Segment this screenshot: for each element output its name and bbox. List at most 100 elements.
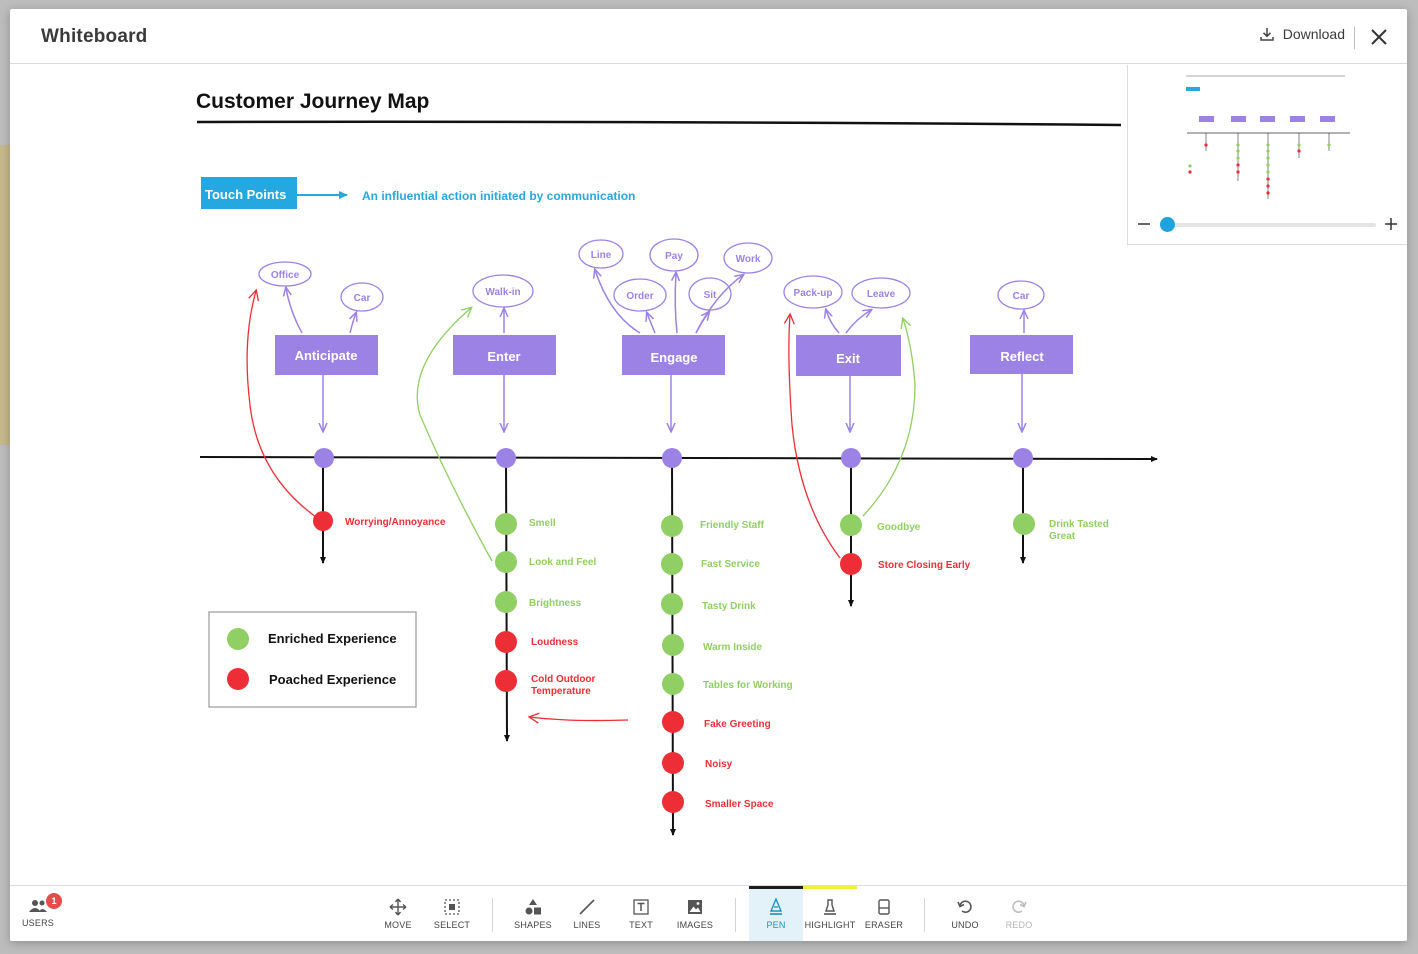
undo-button[interactable]: UNDO <box>938 886 992 941</box>
header-divider <box>1354 27 1355 49</box>
download-icon <box>1259 28 1274 41</box>
touch-point-car-1[interactable]: Car <box>340 282 384 312</box>
images-icon <box>688 900 702 914</box>
red-curve-exit <box>789 315 841 559</box>
move-icon <box>389 898 407 916</box>
touch-point-label: Pack-up <box>794 288 833 299</box>
highlight-icon <box>824 899 836 915</box>
experience-warm-inside[interactable]: Warm Inside <box>662 634 763 656</box>
whiteboard-canvas[interactable]: Customer Journey Map Touch Points An inf… <box>10 65 1407 885</box>
legend-poached-label: Poached Experience <box>269 672 396 687</box>
close-icon[interactable] <box>1367 25 1391 49</box>
touch-point-label: Pay <box>665 251 683 262</box>
shapes-label: SHAPES <box>514 920 552 930</box>
experience-goodbye[interactable]: Goodbye <box>840 514 921 536</box>
modal-title: Whiteboard <box>41 26 148 47</box>
experience-fast-service[interactable]: Fast Service <box>661 553 760 575</box>
touch-point-office[interactable]: Office <box>258 261 312 287</box>
images-label: IMAGES <box>676 920 714 930</box>
select-icon <box>444 899 460 915</box>
whiteboard-modal: Whiteboard Download <box>10 9 1407 941</box>
zoom-slider-track[interactable] <box>1166 223 1376 227</box>
experience-drink-tasted-great[interactable]: Drink Tasted Great <box>1013 513 1109 542</box>
touch-points-description: An influential action initiated by commu… <box>362 189 635 203</box>
users-label: USERS <box>21 918 54 928</box>
touch-point-sit[interactable]: Sit <box>688 277 732 311</box>
experience-tables-for-working[interactable]: Tables for Working <box>662 673 793 695</box>
select-tool[interactable]: SELECT <box>425 886 479 941</box>
lines-icon <box>579 899 595 915</box>
touch-point-work[interactable]: Work <box>723 242 773 274</box>
users-count-badge: 1 <box>46 893 62 909</box>
touch-points-box <box>201 177 297 209</box>
experience-label-line2: Temperature <box>531 686 591 697</box>
experience-store-closing-early[interactable]: Store Closing Early <box>840 553 971 575</box>
experience-look-and-feel[interactable]: Look and Feel <box>495 551 596 573</box>
touch-point-line[interactable]: Line <box>578 239 624 269</box>
move-tool[interactable]: MOVE <box>371 886 425 941</box>
text-tool[interactable]: TEXT <box>614 886 668 941</box>
stage-reflect[interactable]: Reflect <box>970 335 1073 374</box>
pen-icon <box>769 898 783 915</box>
stage-connectors <box>323 374 1022 431</box>
redo-button[interactable]: REDO <box>992 886 1046 941</box>
experience-fake-greeting[interactable]: Fake Greeting <box>662 711 771 733</box>
users-button[interactable]: USERS 1 <box>11 886 65 941</box>
touch-point-label: Order <box>626 291 653 302</box>
lines-tool[interactable]: LINES <box>560 886 614 941</box>
minimap-preview[interactable] <box>1178 71 1353 206</box>
green-curve-enter <box>416 308 493 562</box>
timeline-nodes <box>314 448 1033 468</box>
red-hand-arrow <box>530 717 629 721</box>
touch-point-car-2[interactable]: Car <box>997 280 1045 310</box>
stage-exit[interactable]: Exit <box>796 335 901 376</box>
touch-point-label: Car <box>354 293 371 304</box>
experience-label: Smell <box>529 518 556 529</box>
experience-label: Warm Inside <box>703 642 763 653</box>
touch-point-label: Walk-in <box>485 287 520 298</box>
highlight-tool[interactable]: HIGHLIGHT <box>803 886 857 941</box>
experience-smaller-space[interactable]: Smaller Space <box>662 791 774 813</box>
touch-point-label: Car <box>1013 291 1030 302</box>
toolbar-divider <box>492 898 493 932</box>
legend-enriched-label: Enriched Experience <box>268 631 397 646</box>
touch-point-label: Work <box>736 254 761 265</box>
users-icon <box>29 900 47 912</box>
modal-header: Whiteboard Download <box>10 9 1407 64</box>
zoom-slider-thumb[interactable] <box>1160 217 1175 232</box>
select-label: SELECT <box>433 920 471 930</box>
experience-noisy[interactable]: Noisy <box>662 752 733 774</box>
touch-point-pack-up[interactable]: Pack-up <box>783 275 843 309</box>
experience-loudness[interactable]: Loudness <box>495 631 579 653</box>
green-curve-exit <box>862 319 916 517</box>
stage-label: Engage <box>651 350 698 365</box>
stage-enter[interactable]: Enter <box>453 335 556 375</box>
bottom-toolbar: USERS 1 MOVE SELECT SHAPES <box>10 885 1407 941</box>
experience-label: Smaller Space <box>705 799 774 810</box>
download-button[interactable]: Download <box>1259 26 1345 42</box>
shapes-tool[interactable]: SHAPES <box>506 886 560 941</box>
stage-engage[interactable]: Engage <box>622 335 725 375</box>
touch-point-order[interactable]: Order <box>613 278 667 312</box>
stage-label: Reflect <box>1000 349 1044 364</box>
experience-label: Store Closing Early <box>878 560 971 571</box>
eraser-tool[interactable]: ERASER <box>857 886 911 941</box>
zoom-in-icon[interactable] <box>1383 216 1399 232</box>
touch-points-label: Touch Points <box>205 187 286 202</box>
touch-point-pay[interactable]: Pay <box>649 238 699 272</box>
images-tool[interactable]: IMAGES <box>668 886 722 941</box>
stage-anticipate[interactable]: Anticipate <box>275 335 378 375</box>
touch-point-walk-in[interactable]: Walk-in <box>472 274 534 308</box>
experience-worrying[interactable]: Worrying/Annoyance <box>313 511 446 531</box>
pen-tool[interactable]: PEN <box>749 886 803 941</box>
experience-tasty-drink[interactable]: Tasty Drink <box>661 593 756 615</box>
undo-label: UNDO <box>951 920 979 930</box>
experience-cold-outdoor-temperature[interactable]: Cold Outdoor Temperature <box>495 670 596 697</box>
experience-smell[interactable]: Smell <box>495 513 556 535</box>
title-underline <box>196 120 1122 127</box>
touch-point-leave[interactable]: Leave <box>851 277 911 309</box>
experience-brightness[interactable]: Brightness <box>495 591 582 613</box>
touch-point-label: Leave <box>867 289 896 300</box>
experience-friendly-staff[interactable]: Friendly Staff <box>661 515 765 537</box>
zoom-out-icon[interactable] <box>1136 216 1152 232</box>
